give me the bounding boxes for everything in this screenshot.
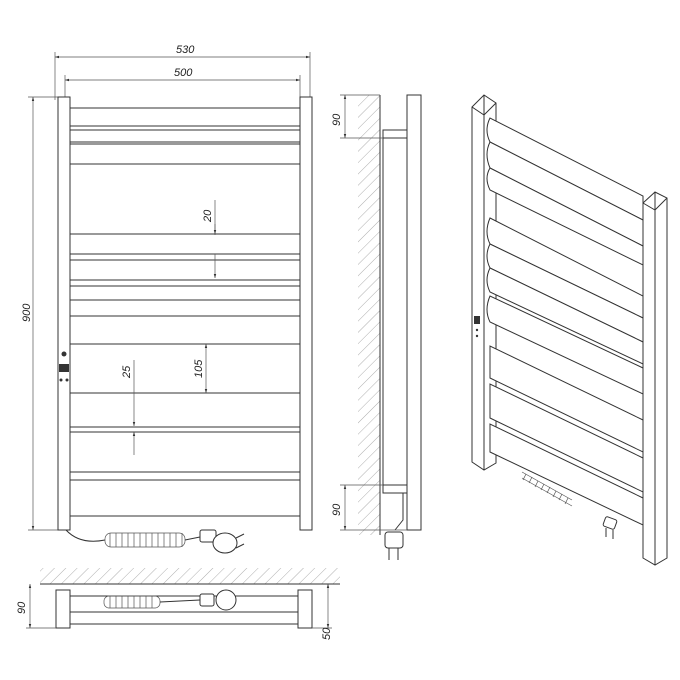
- dimension-group-gap: 105: [193, 344, 208, 393]
- dimension-total-width: 530: [54, 44, 311, 100]
- dimension-inner-width: 500: [64, 67, 301, 100]
- top-wall-hatch: [40, 568, 340, 584]
- side-view: 90 90: [331, 94, 422, 560]
- dimension-bottom-90-label: 90: [331, 503, 343, 516]
- top-plug-icon: [199, 589, 237, 611]
- dimension-105-label: 105: [193, 359, 205, 378]
- wall-hatch: [358, 95, 380, 535]
- right-post: [299, 96, 313, 531]
- iso-control-panel-icon: [474, 316, 480, 338]
- top-left-post: [55, 589, 71, 629]
- dimension-depth-90-label: 90: [16, 601, 28, 614]
- dimension-530-label: 530: [176, 44, 195, 56]
- dimension-900-label: 900: [21, 303, 33, 322]
- dimension-depth: 90: [16, 584, 56, 629]
- plug-icon: [199, 529, 245, 554]
- iso-bars: [486, 117, 644, 526]
- left-post: [57, 96, 71, 531]
- top-coiled-cable-icon: [103, 595, 161, 609]
- dimension-wall-offset: 50: [312, 584, 333, 640]
- dimension-25-label: 25: [121, 365, 133, 379]
- isometric-view: [471, 94, 668, 566]
- dimension-height: 900: [21, 96, 70, 531]
- side-post: [406, 94, 422, 531]
- top-view: 90 50: [16, 568, 340, 640]
- control-panel-icon: [59, 351, 69, 382]
- iso-plug-icon: [602, 516, 618, 539]
- dimension-bottom-offset: 90: [331, 484, 407, 531]
- cable-line: [65, 529, 106, 542]
- front-bars: [69, 107, 301, 517]
- front-view: 530 500 900: [21, 44, 313, 554]
- coiled-cable-icon: [104, 532, 186, 548]
- dimension-50-label: 50: [321, 627, 333, 640]
- side-plug-icon: [384, 493, 404, 560]
- dimension-20-label: 20: [202, 209, 214, 223]
- iso-coiled-cable-icon: [521, 471, 573, 507]
- dimension-top-offset: 90: [331, 94, 383, 139]
- top-right-post: [297, 589, 313, 629]
- dimension-bar-gap: 20: [202, 200, 217, 278]
- dimension-top-90-label: 90: [331, 113, 343, 126]
- dimension-500-label: 500: [174, 67, 193, 79]
- dimension-bar-height: 25: [121, 360, 136, 455]
